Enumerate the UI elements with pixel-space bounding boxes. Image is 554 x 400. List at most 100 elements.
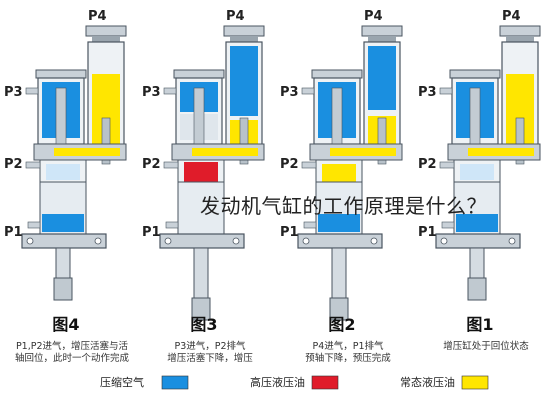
legend-item: 高压液压油 bbox=[250, 375, 339, 390]
caption-line: P1,P2进气，增压活塞与活 bbox=[16, 340, 129, 352]
top-cap bbox=[361, 25, 403, 37]
legend-swatch bbox=[311, 375, 339, 390]
p3-nozzle bbox=[439, 87, 453, 95]
air-chamber bbox=[460, 164, 494, 180]
oil-passage bbox=[54, 148, 120, 156]
rod-tip bbox=[329, 297, 349, 321]
bolt-hole-left bbox=[26, 237, 34, 245]
caption-line: P3进气，P2排气 bbox=[174, 340, 246, 352]
p2-nozzle bbox=[25, 161, 41, 169]
bolt-hole-right bbox=[508, 237, 516, 245]
top-cap-neck bbox=[368, 36, 396, 42]
oil-passage bbox=[330, 148, 396, 156]
port-label-p4: P4 bbox=[364, 9, 383, 24]
p3-nozzle bbox=[163, 87, 177, 95]
p1-nozzle bbox=[441, 221, 455, 229]
port-label-p4: P4 bbox=[88, 9, 107, 24]
oil-passage bbox=[192, 148, 258, 156]
legend-label: 常态液压油 bbox=[400, 375, 455, 389]
port-label-p1: P1 bbox=[4, 225, 23, 240]
figure-label: 图1 bbox=[466, 315, 493, 334]
port-label-p1: P1 bbox=[418, 225, 437, 240]
p1-air bbox=[42, 214, 84, 232]
port-label-p1: P1 bbox=[142, 225, 161, 240]
high-pressure-oil bbox=[184, 162, 218, 184]
p1-nozzle bbox=[27, 221, 41, 229]
booster-rod bbox=[377, 117, 387, 165]
main-inner-rod bbox=[469, 87, 481, 145]
bolt-hole-left bbox=[302, 237, 310, 245]
port-label-p4: P4 bbox=[226, 9, 245, 24]
port-label-p4: P4 bbox=[502, 9, 521, 24]
top-cap bbox=[85, 25, 127, 37]
legend-swatch bbox=[461, 375, 489, 390]
oil-passage bbox=[468, 148, 534, 156]
figure-label: 图4 bbox=[52, 315, 79, 334]
booster-air bbox=[230, 46, 258, 116]
main-inner-rod bbox=[331, 87, 343, 145]
port-label-p3: P3 bbox=[4, 85, 23, 100]
caption-line: P4进气，P1排气 bbox=[312, 340, 384, 352]
legend-label: 压缩空气 bbox=[100, 375, 144, 389]
port-label-p2: P2 bbox=[142, 157, 161, 172]
bolt-hole-right bbox=[370, 237, 378, 245]
rod-tip bbox=[467, 277, 487, 301]
p2-nozzle bbox=[301, 161, 317, 169]
main-top-flange bbox=[173, 69, 225, 79]
booster-rod bbox=[515, 117, 525, 165]
p1-nozzle bbox=[165, 221, 179, 229]
legend-swatch bbox=[161, 375, 189, 390]
legend-item: 常态液压油 bbox=[400, 375, 489, 390]
port-label-p2: P2 bbox=[418, 157, 437, 172]
p1-air bbox=[180, 214, 222, 232]
caption-line: 预轴下降，预压完成 bbox=[305, 352, 391, 364]
bolt-hole-left bbox=[440, 237, 448, 245]
p2-nozzle bbox=[163, 161, 179, 169]
top-cap-neck bbox=[230, 36, 258, 42]
figure-label: 图3 bbox=[190, 315, 217, 334]
bolt-hole-right bbox=[232, 237, 240, 245]
p2-nozzle bbox=[439, 161, 455, 169]
legend-label: 高压液压油 bbox=[250, 375, 305, 389]
main-inner-rod bbox=[193, 87, 205, 145]
caption-line: 增压缸处于回位状态 bbox=[443, 340, 529, 352]
port-label-p3: P3 bbox=[418, 85, 437, 100]
overlay-title: 发动机气缸的工作原理是什么？ bbox=[200, 194, 487, 218]
main-top-flange bbox=[449, 69, 501, 79]
figure-label: 图2 bbox=[328, 315, 355, 334]
booster-rod bbox=[239, 117, 249, 165]
port-label-p2: P2 bbox=[280, 157, 299, 172]
p1-air bbox=[318, 214, 360, 232]
base-flange bbox=[159, 233, 245, 249]
top-cap-neck bbox=[506, 36, 534, 42]
main-inner-rod bbox=[55, 87, 67, 145]
air-chamber bbox=[46, 164, 80, 180]
p3-nozzle bbox=[25, 87, 39, 95]
caption-line: 增压活塞下降，增压 bbox=[167, 352, 253, 364]
top-cap bbox=[223, 25, 265, 37]
p1-nozzle bbox=[303, 221, 317, 229]
booster-rod bbox=[101, 117, 111, 165]
base-flange bbox=[297, 233, 383, 249]
booster-air bbox=[368, 46, 396, 110]
p1-air bbox=[456, 214, 498, 232]
bolt-hole-left bbox=[164, 237, 172, 245]
top-cap bbox=[499, 25, 541, 37]
port-label-p3: P3 bbox=[142, 85, 161, 100]
legend-item: 压缩空气 bbox=[100, 375, 189, 390]
port-label-p3: P3 bbox=[280, 85, 299, 100]
caption-line: 轴回位，此时一个动作完成 bbox=[15, 352, 130, 364]
base-flange bbox=[435, 233, 521, 249]
port-label-p2: P2 bbox=[4, 157, 23, 172]
port-label-p1: P1 bbox=[280, 225, 299, 240]
rod-tip bbox=[53, 277, 73, 301]
main-top-flange bbox=[311, 69, 363, 79]
main-top-flange bbox=[35, 69, 87, 79]
oil-chamber bbox=[322, 164, 356, 182]
rod-tip bbox=[191, 297, 211, 321]
legend: 压缩空气 高压液压油 常态液压油 bbox=[100, 375, 489, 390]
